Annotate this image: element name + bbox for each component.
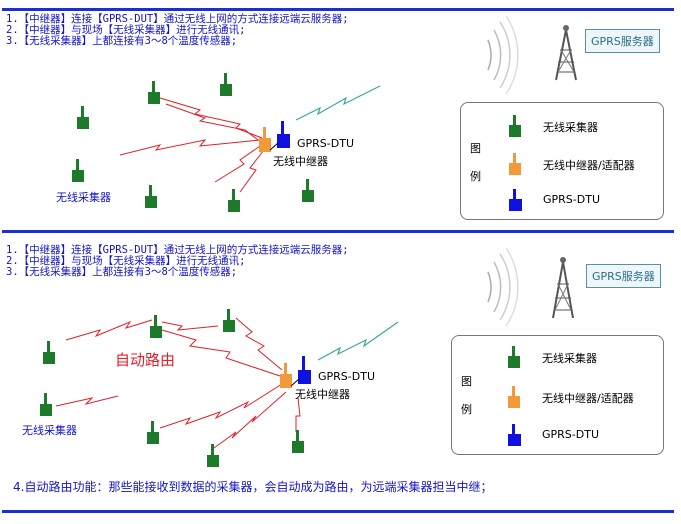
uplink-line [295,85,381,121]
collector-label: 无线采集器 [22,424,77,437]
legend-box: 图 例 无线采集器 无线中继器/适配器 GPRS-DTU [451,335,664,455]
legend-item-repeater: 无线中继器/适配器 [504,386,674,408]
legend-side-label: 图 例 [470,142,481,183]
repeater-icon [280,363,292,388]
repeater-label: 无线中继器 [295,388,350,401]
dtu-icon [298,356,311,384]
note-line: 2.【中继器】与现场【无线采集器】进行无线通讯; [6,255,246,267]
dtu-label: GPRS-DTU [318,370,375,383]
collector-label: 无线采集器 [56,191,111,204]
top-rule [2,8,674,11]
server-box: GPRS服务器 [586,264,661,288]
bottom-rule [2,510,674,513]
note-line: 3.【无线采集器】上都连接有3～8个温度传感器; [6,266,238,278]
dtu-icon [277,121,290,148]
legend-item-collector: 无线采集器 [505,115,675,137]
legend-side-label: 图 例 [461,375,472,416]
legend-item-collector: 无线采集器 [504,346,674,368]
repeater-icon [259,127,271,152]
note-line: 1.【中继器】连接【GPRS-DUT】通过无线上网的方式连接远端云服务器; [6,244,349,256]
note-line: 2.【中继器】与现场【无线采集器】进行无线通讯; [6,24,246,36]
legend-box: 图 例 无线采集器 无线中继器/适配器 GPRS-DTU [460,102,664,220]
legend-item-dtu: GPRS-DTU [505,189,675,211]
wireless-links [55,317,301,449]
legend-item-dtu: GPRS-DTU [504,424,674,446]
repeater-label: 无线中继器 [273,155,328,168]
auto-route-label: 自动路由 [115,351,176,369]
uplink-line [317,321,399,361]
note-line: 1.【中继器】连接【GPRS-DUT】通过无线上网的方式连接远端云服务器; [6,13,349,25]
server-box: GPRS服务器 [585,29,660,53]
bottom-notes: 1.【中继器】连接【GPRS-DUT】通过无线上网的方式连接远端云服务器; 2.… [6,245,349,278]
legend-item-repeater: 无线中继器/适配器 [505,153,675,175]
tower-icon [487,15,577,95]
wireless-links [119,97,265,193]
dtu-label: GPRS-DTU [297,137,354,150]
top-notes: 1.【中继器】连接【GPRS-DUT】通过无线上网的方式连接远端云服务器; 2.… [6,14,349,47]
collector-icons [72,73,314,212]
collector-icons [40,309,304,467]
middle-rule [2,230,674,233]
function-note: 4.自动路由功能：那些能接收到数据的采集器，会自动成为路由，为远端采集器担当中继… [13,480,493,494]
note-line: 3.【无线采集器】上都连接有3～8个温度传感器; [6,35,238,47]
tower-icon [487,247,574,327]
